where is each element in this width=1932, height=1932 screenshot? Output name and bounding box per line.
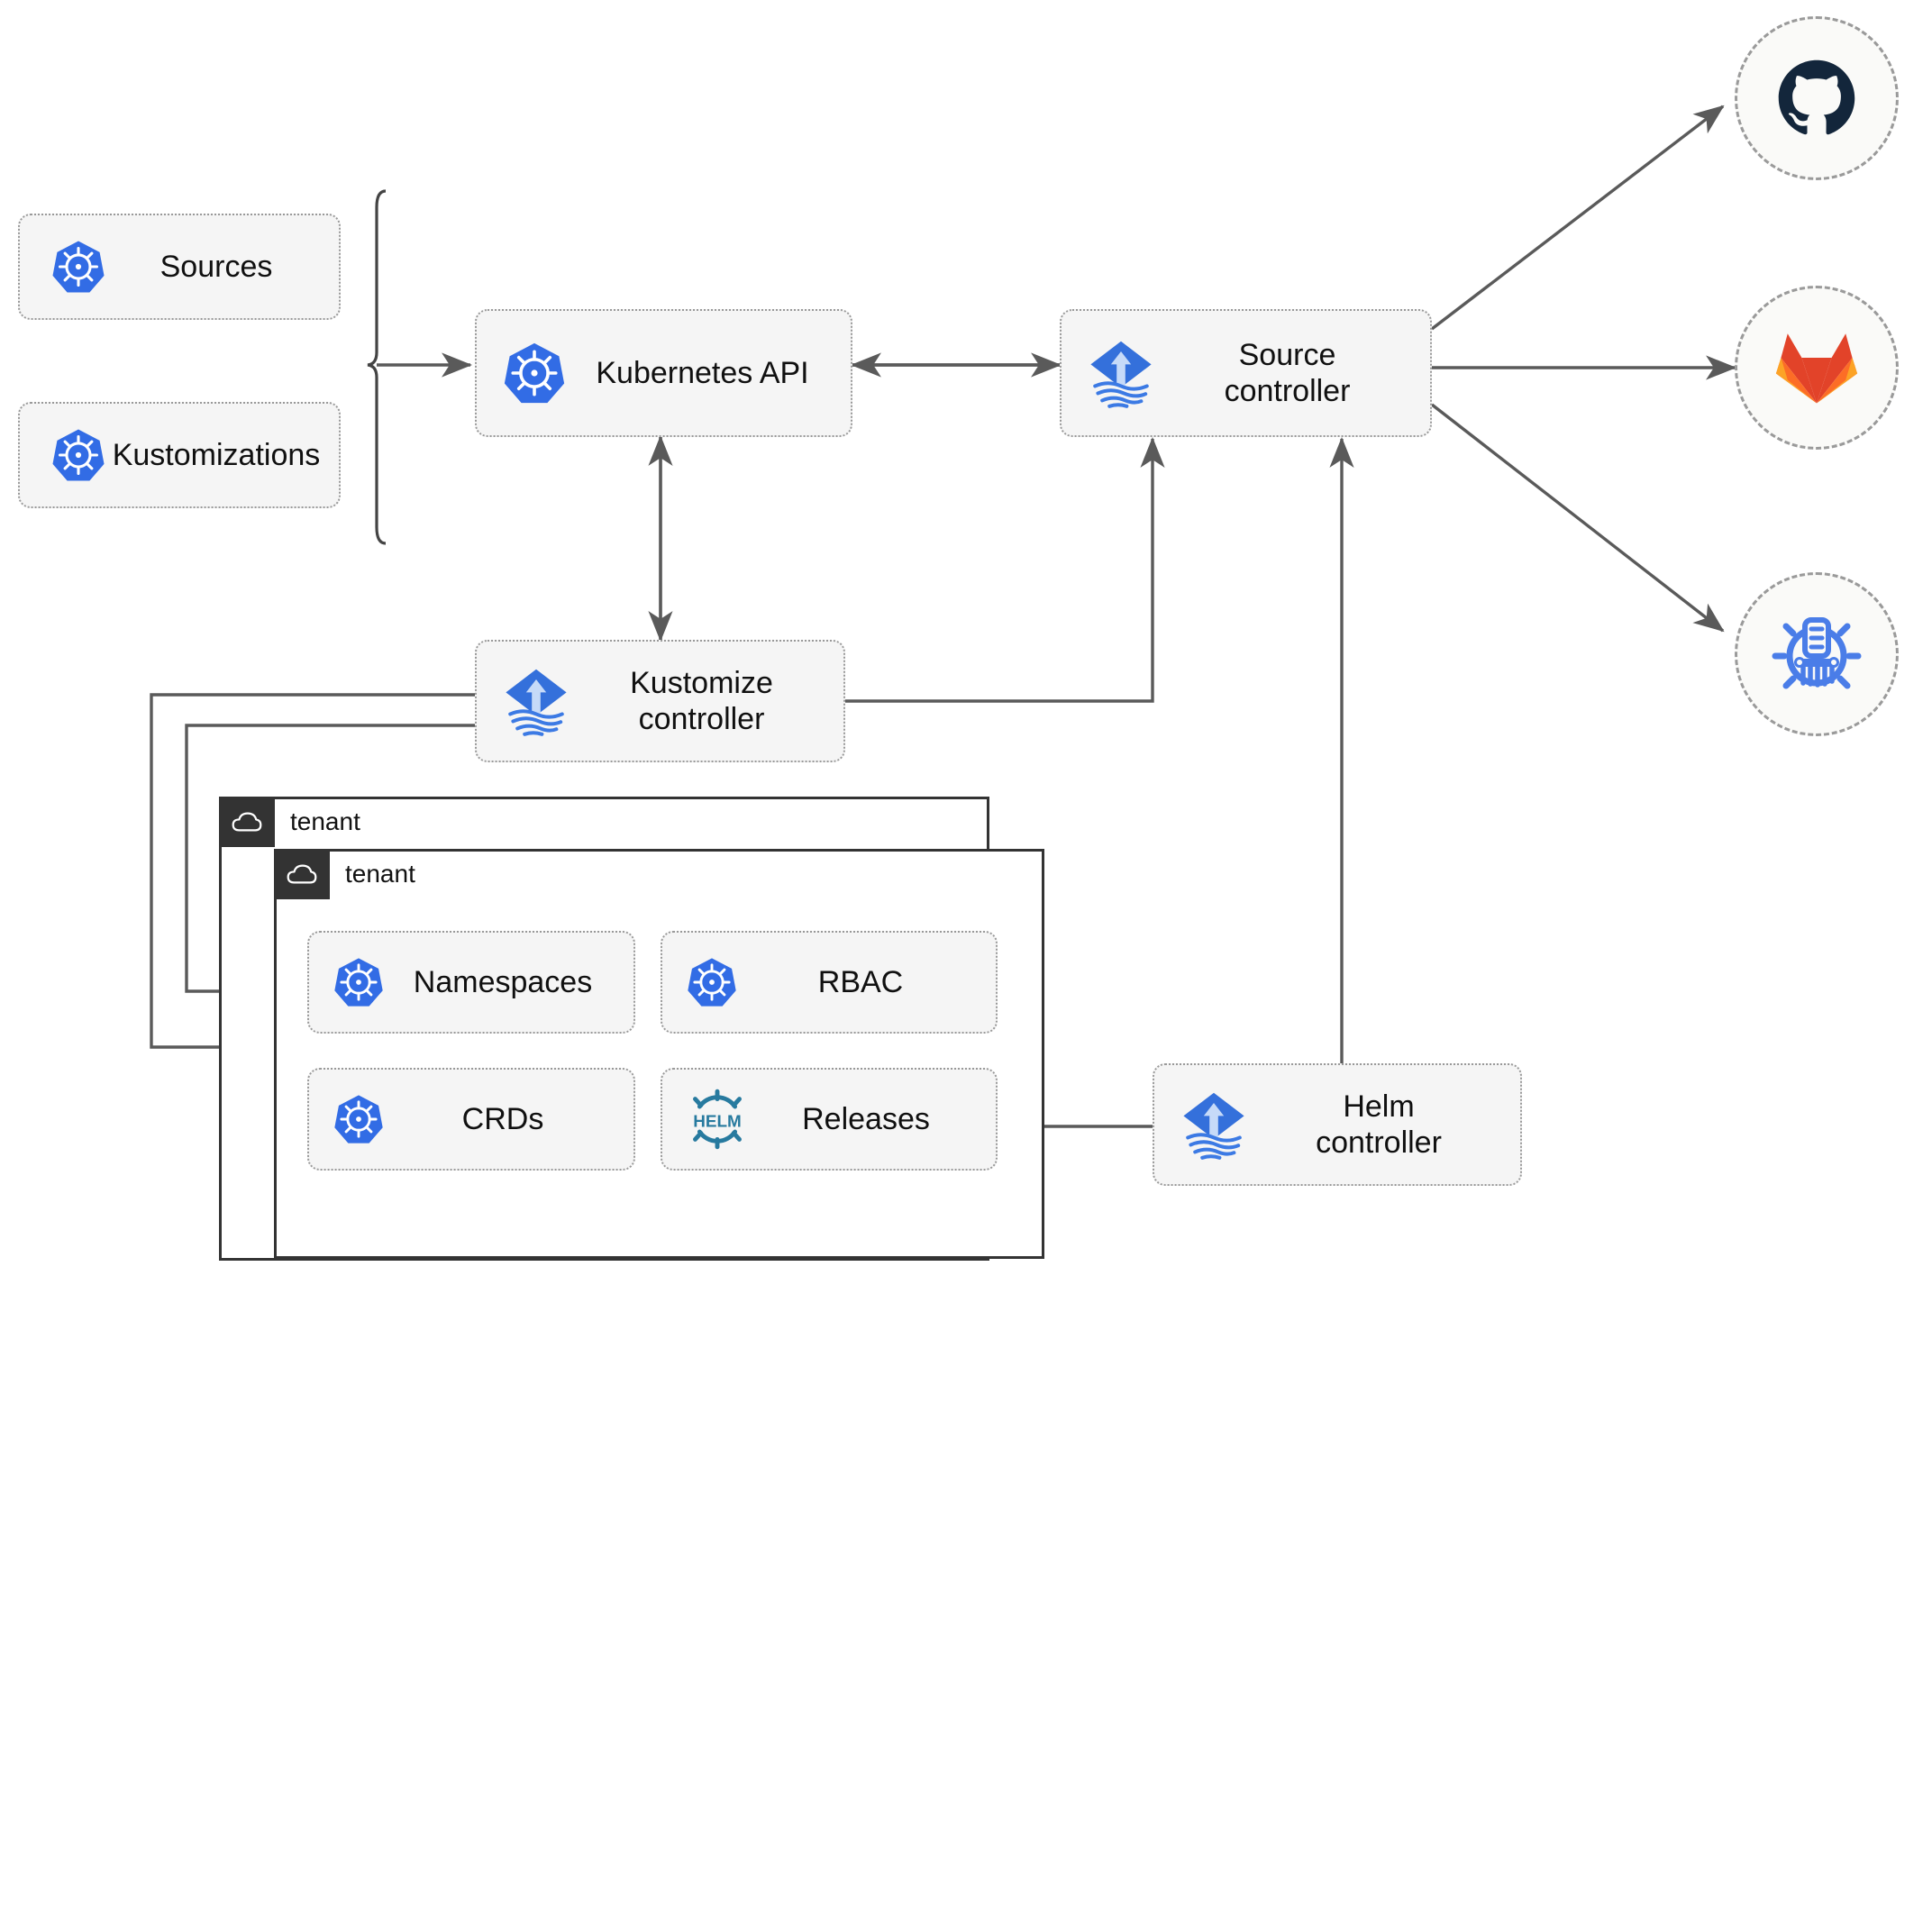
node-label: CRDs <box>461 1101 544 1136</box>
node-label: Sources <box>159 249 273 284</box>
kubernetes-icon <box>686 956 738 1008</box>
node-label: RBAC <box>817 964 904 999</box>
endpoint-github[interactable] <box>1735 16 1899 180</box>
kubernetes-icon <box>50 239 106 295</box>
endpoint-bucket[interactable] <box>1735 572 1899 736</box>
kubernetes-icon <box>50 427 106 483</box>
node-label: Source controller <box>1224 337 1351 408</box>
cloud-icon <box>274 849 330 899</box>
node-kubernetes-api[interactable]: Kubernetes API <box>475 309 852 437</box>
node-label: Kubernetes API <box>596 355 809 390</box>
cloud-icon <box>219 797 275 847</box>
node-label: Helm controller <box>1316 1089 1442 1160</box>
helm-icon: HELM <box>686 1088 749 1151</box>
kubernetes-icon <box>333 956 385 1008</box>
gitlab-icon <box>1775 333 1858 404</box>
tenant-label: tenant <box>345 860 415 888</box>
node-rbac[interactable]: RBAC <box>661 931 998 1034</box>
node-namespaces[interactable]: Namespaces <box>307 931 635 1034</box>
node-releases[interactable]: HELM Releases <box>661 1068 998 1171</box>
flux-icon <box>1085 337 1157 409</box>
kubernetes-icon <box>502 341 567 406</box>
node-label: Namespaces <box>413 964 593 999</box>
node-label: Kustomize controller <box>630 665 773 736</box>
node-crds[interactable]: CRDs <box>307 1068 635 1171</box>
node-label: Releases <box>802 1101 930 1136</box>
node-label: Kustomizations <box>112 437 321 472</box>
node-kustomizations[interactable]: Kustomizations <box>18 402 341 508</box>
flux-icon <box>500 665 572 737</box>
node-sources[interactable]: Sources <box>18 214 341 320</box>
endpoint-gitlab[interactable] <box>1735 286 1899 450</box>
tenant-label: tenant <box>290 807 360 835</box>
github-icon <box>1778 59 1855 135</box>
node-kustomize-controller[interactable]: Kustomize controller <box>475 640 845 762</box>
node-helm-controller[interactable]: Helm controller <box>1153 1063 1522 1186</box>
svg-text:HELM: HELM <box>693 1112 742 1131</box>
flux-icon <box>1178 1089 1250 1161</box>
tenant-container-inner: tenant <box>274 849 1044 1259</box>
helm-chart-bucket-icon <box>1772 617 1862 689</box>
kubernetes-icon <box>333 1093 385 1145</box>
node-source-controller[interactable]: Source controller <box>1060 309 1432 437</box>
